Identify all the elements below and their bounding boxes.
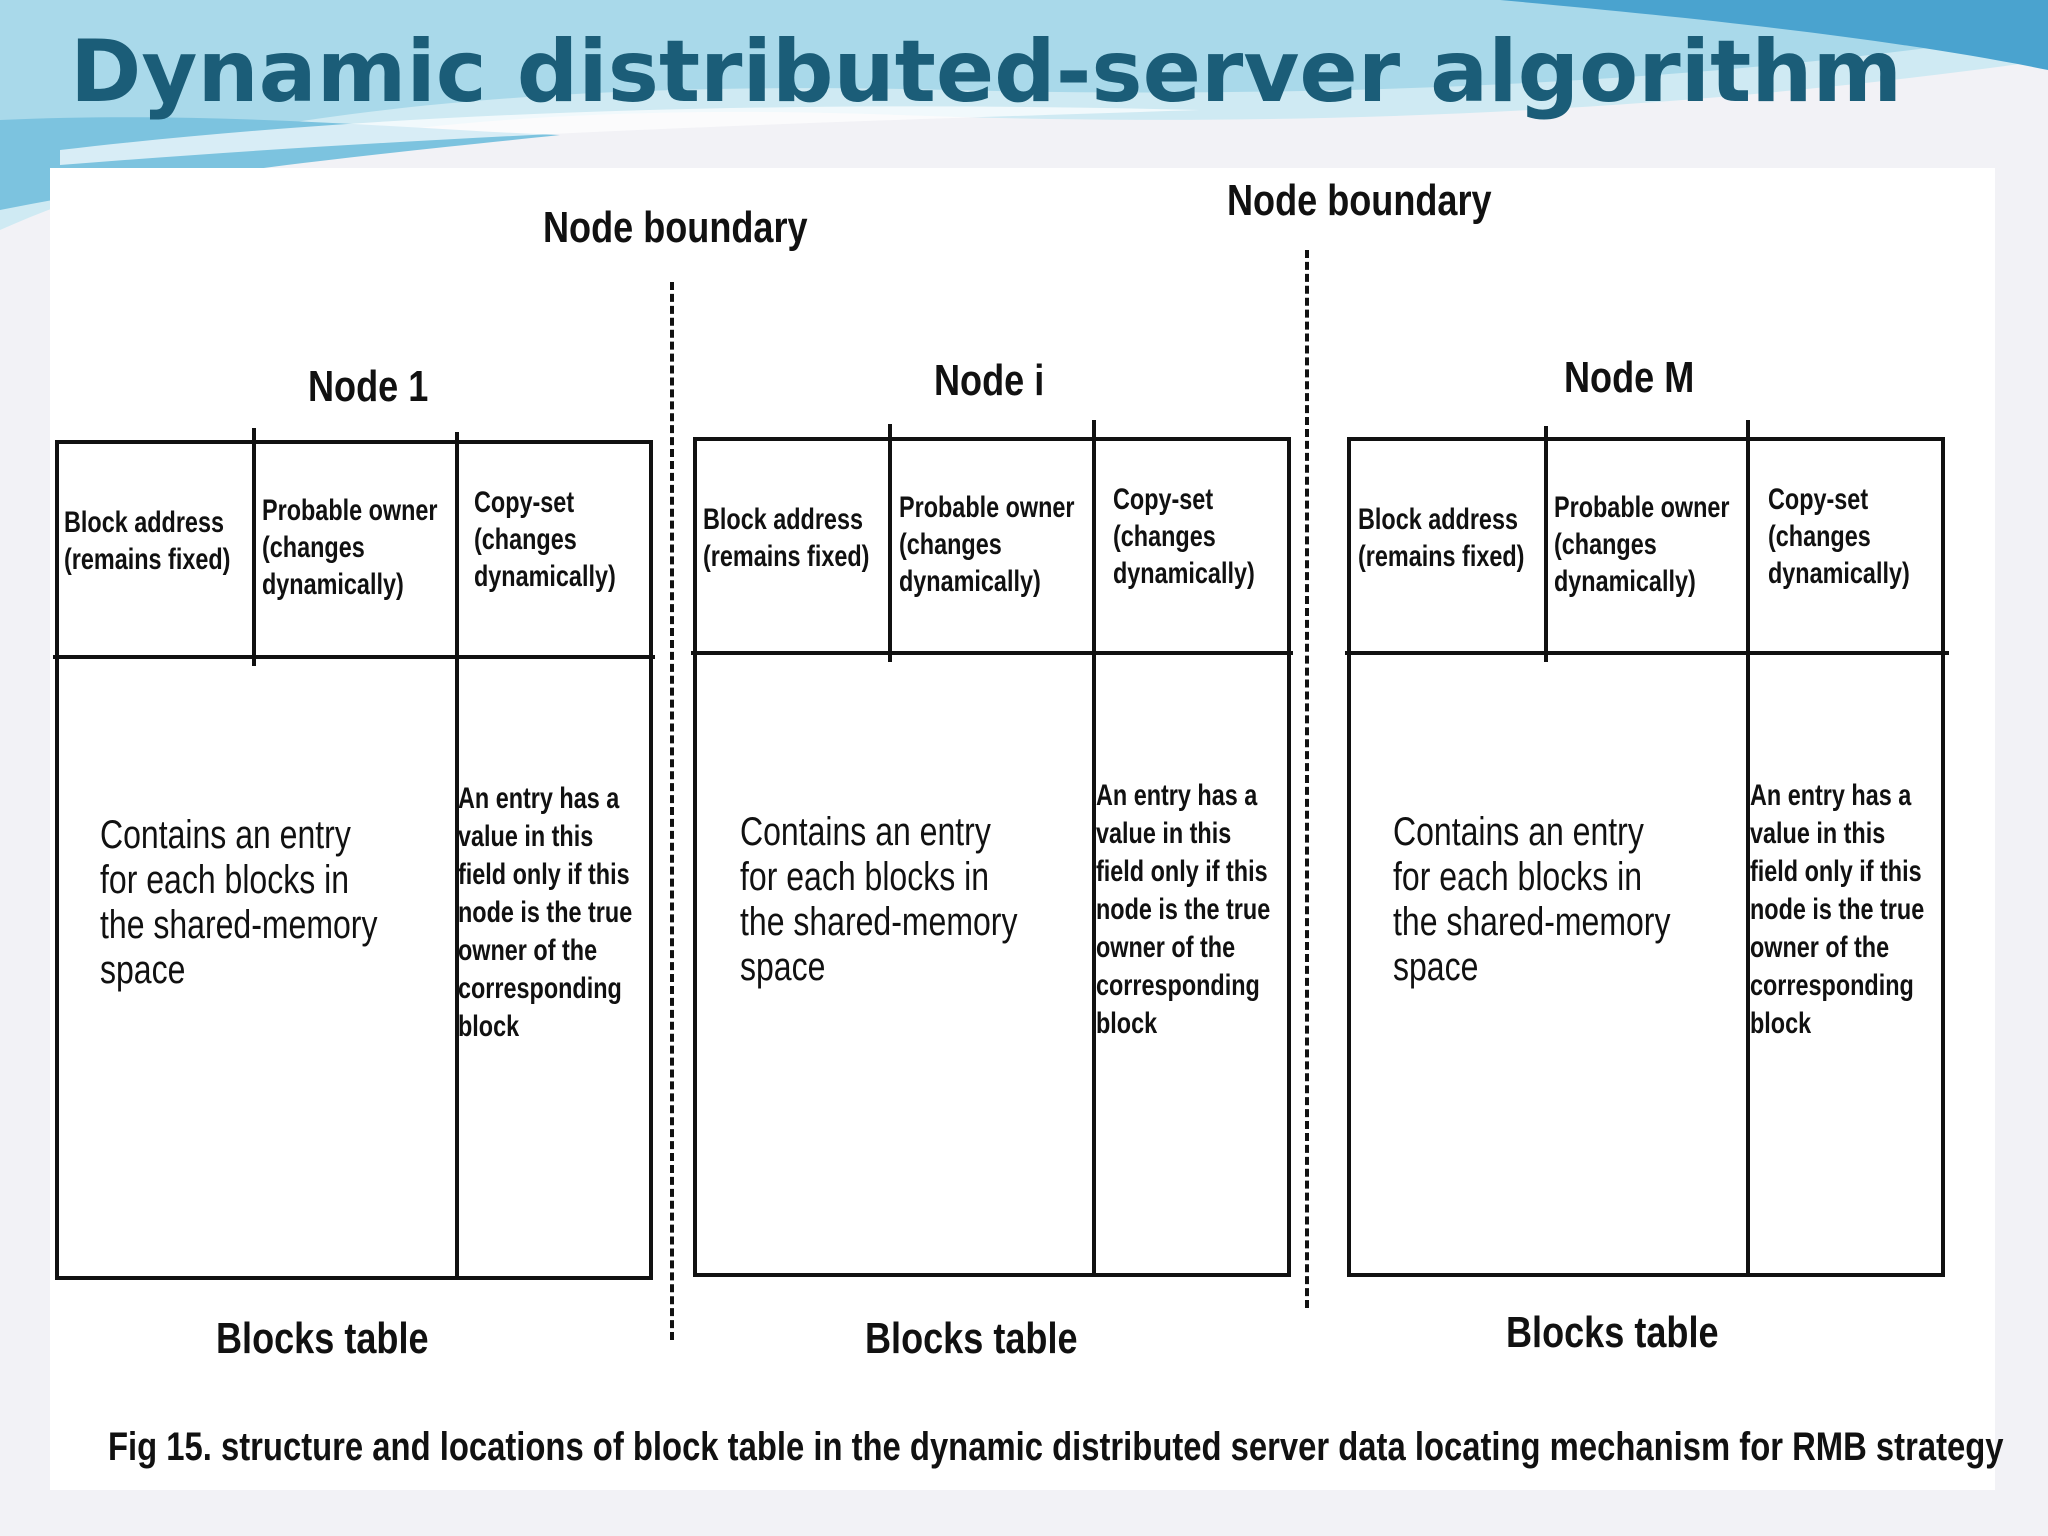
node-i-header-divider [691,651,1293,655]
node-1-header-divider [53,655,655,659]
header-wave-decoration [0,0,2048,230]
node-1-block-entry-text: Contains an entry for each blocks in the… [100,813,378,992]
node-m-copy-set-text: An entry has a value in this field only … [1750,779,1925,1040]
node-m-block-entry-text: Contains an entry for each blocks in the… [1393,810,1671,989]
node-i-col-probable-owner: Probable owner (changes dynamically) [899,491,1075,598]
node-m-header-divider [1345,651,1949,655]
node-i-blocks-table [693,437,1291,1277]
node-i-table-caption: Blocks table [865,1314,1078,1363]
node-m-title: Node M [1564,353,1695,402]
node-i-col-block-address: Block address (remains fixed) [703,503,870,573]
node-m-col-copy-set: Copy-set (changes dynamically) [1768,483,1910,590]
node-m-blocks-table [1347,437,1945,1277]
node-m-col-divider-1 [1544,426,1548,662]
node-m-table-caption: Blocks table [1506,1308,1719,1357]
node-m-col-block-address: Block address (remains fixed) [1358,503,1525,573]
node-i-block-entry-text: Contains an entry for each blocks in the… [740,810,1018,989]
node-1-copy-set-text: An entry has a value in this field only … [458,782,633,1043]
node-1-col-copy-set: Copy-set (changes dynamically) [474,486,616,593]
node-1-col-divider-2 [455,432,459,1280]
figure-caption: Fig 15. structure and locations of block… [108,1425,2004,1469]
node-m-col-probable-owner: Probable owner (changes dynamically) [1554,491,1730,598]
node-1-col-probable-owner: Probable owner (changes dynamically) [262,494,438,601]
slide-title: Dynamic distributed-server algorithm [70,22,1903,122]
node-boundary-line-2 [1305,250,1309,1308]
node-i-col-divider-1 [888,424,892,662]
node-i-col-copy-set: Copy-set (changes dynamically) [1113,483,1255,590]
node-boundary-label-2: Node boundary [1227,176,1492,225]
node-boundary-line-1 [670,282,674,1340]
node-boundary-label-1: Node boundary [543,203,808,252]
node-i-copy-set-text: An entry has a value in this field only … [1096,779,1271,1040]
node-1-table-caption: Blocks table [216,1314,429,1363]
node-m-col-divider-2 [1746,420,1750,1277]
node-i-title: Node i [934,356,1045,405]
node-i-col-divider-2 [1092,420,1096,1277]
node-1-title: Node 1 [308,362,429,411]
node-1-col-divider-1 [252,428,256,666]
node-1-col-block-address: Block address (remains fixed) [64,506,231,576]
node-1-blocks-table [55,440,653,1280]
